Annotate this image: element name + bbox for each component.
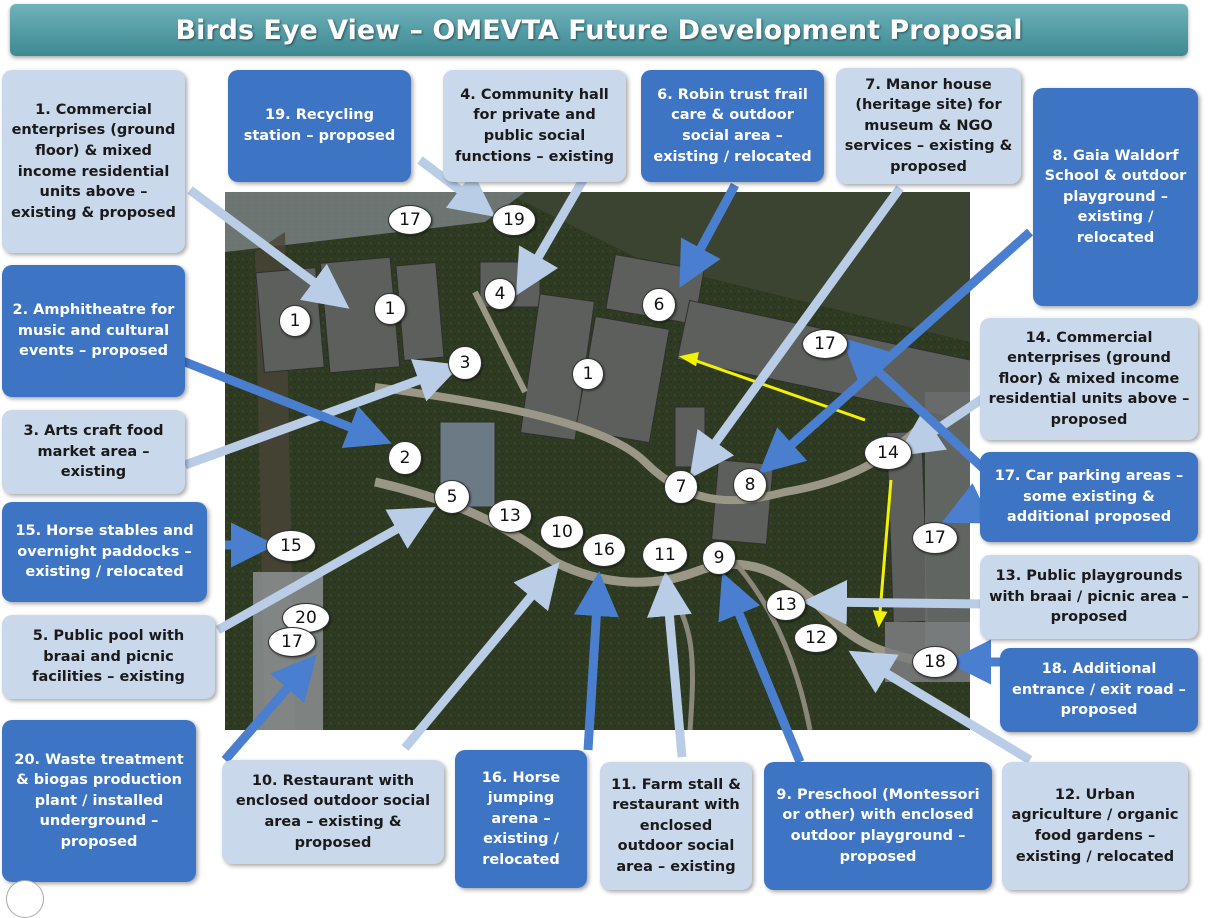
title-banner: Birds Eye View – OMEVTA Future Developme… — [10, 4, 1188, 56]
arrow-12 — [848, 650, 1033, 764]
label-horse-jumping-arena-16: 16. Horse jumping arena – existing / rel… — [455, 750, 587, 888]
label-amphitheatre-2: 2. Amphitheatre for music and cultural e… — [2, 265, 185, 397]
arrow-8 — [758, 228, 1033, 474]
site-marker: 17 — [802, 329, 848, 359]
label-commercial-enterprises-1: 1. Commercial enterprises (ground floor)… — [2, 70, 185, 253]
site-marker: 13 — [488, 499, 532, 533]
arrow-5 — [215, 507, 436, 634]
site-marker: 5 — [434, 480, 470, 514]
page-title: Birds Eye View – OMEVTA Future Developme… — [175, 14, 1023, 46]
site-marker: 17 — [912, 522, 958, 554]
label-farm-stall-11: 11. Farm stall & restaurant with enclose… — [600, 762, 752, 890]
site-marker: 1 — [572, 358, 604, 390]
label-commercial-enterprises-14: 14. Commercial enterprises (ground floor… — [980, 318, 1198, 440]
site-marker: 13 — [766, 589, 806, 621]
label-public-pool-5: 5. Public pool with braai and picnic fac… — [2, 615, 215, 699]
arrow-11 — [646, 571, 692, 758]
arrow-7 — [689, 185, 904, 479]
site-marker: 15 — [266, 530, 316, 562]
arrow-9 — [718, 572, 805, 764]
site-marker: 2 — [388, 441, 422, 475]
label-public-playgrounds-13: 13. Public playgrounds with braai / picn… — [980, 555, 1198, 639]
arrow-16 — [573, 571, 619, 751]
site-marker: 9 — [702, 541, 736, 575]
site-marker: 8 — [733, 468, 767, 502]
arrow-1 — [187, 186, 350, 309]
site-marker: 18 — [912, 646, 958, 678]
label-additional-entrance-18: 18. Additional entrance / exit road – pr… — [1000, 648, 1198, 732]
label-arts-craft-market-3: 3. Arts craft food market area – existin… — [2, 410, 185, 494]
site-marker: 1 — [374, 293, 406, 325]
arrow-20 — [221, 654, 317, 763]
arrow-2 — [178, 355, 392, 449]
arrow-19 — [417, 156, 496, 217]
label-horse-stables-15: 15. Horse stables and overnight paddocks… — [2, 502, 207, 602]
site-marker: 17 — [268, 627, 316, 657]
arrow-4 — [515, 165, 594, 296]
label-gaia-waldorf-school-8: 8. Gaia Waldorf School & outdoor playgro… — [1033, 88, 1198, 306]
site-marker: 3 — [448, 346, 482, 380]
site-marker: 11 — [642, 537, 688, 573]
site-marker: 10 — [540, 515, 584, 549]
label-car-parking-17: 17. Car parking areas – some existing & … — [980, 452, 1198, 542]
arrow-10 — [401, 562, 560, 751]
label-waste-treatment-20: 20. Waste treatment & biogas production … — [2, 720, 196, 882]
site-marker: 16 — [582, 533, 626, 567]
site-marker: 6 — [642, 288, 676, 322]
site-marker: 12 — [794, 623, 838, 653]
label-urban-agriculture-12: 12. Urban agriculture / organic food gar… — [1002, 762, 1188, 890]
label-restaurant-10: 10. Restaurant with enclosed outdoor soc… — [222, 760, 444, 864]
label-robin-trust-6: 6. Robin trust frail care & outdoor soci… — [641, 70, 824, 182]
arrow-13 — [802, 579, 986, 625]
label-manor-house-7: 7. Manor house (heritage site) for museu… — [836, 68, 1021, 184]
site-marker: 19 — [492, 204, 536, 236]
label-preschool-9: 9. Preschool (Montessori or other) with … — [764, 762, 992, 890]
arrow-17a — [841, 337, 989, 474]
label-recycling-station-19: 19. Recycling station – proposed — [228, 70, 411, 182]
connector-arrows — [178, 156, 1033, 764]
arrow-6 — [679, 182, 739, 288]
site-marker: 1 — [279, 305, 311, 337]
site-marker: 7 — [664, 470, 698, 504]
site-marker: 17 — [388, 205, 432, 235]
site-marker: 4 — [484, 278, 516, 310]
label-community-hall-4: 4. Community hall for private and public… — [443, 70, 626, 182]
site-marker: 14 — [864, 436, 912, 470]
corner-circle — [6, 880, 44, 918]
arrow-3 — [183, 359, 461, 470]
arrow-14 — [897, 393, 988, 457]
